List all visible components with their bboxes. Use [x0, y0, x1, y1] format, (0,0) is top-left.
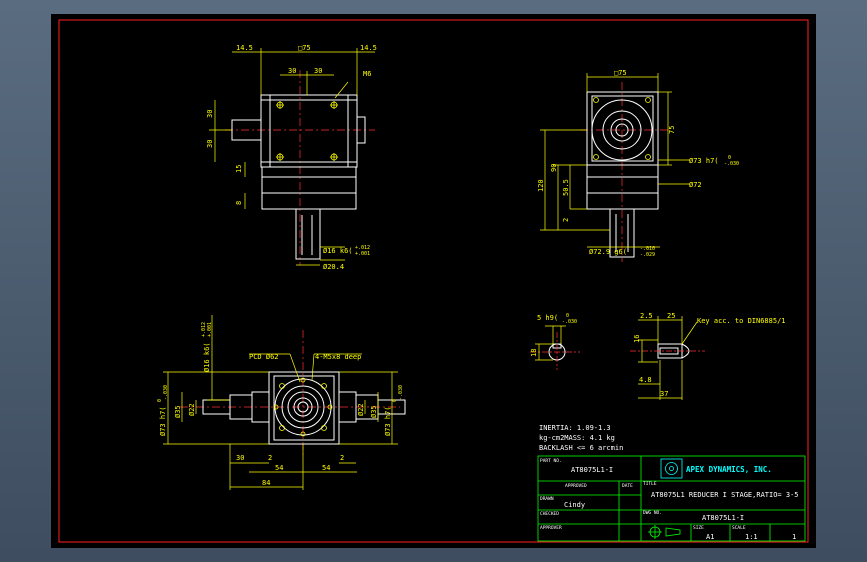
tb-approver-header: APPROVER [540, 525, 562, 531]
front-dim-84: 84 [262, 479, 270, 487]
drawing-sheet [51, 14, 816, 548]
key-tol-lower: -.030 [562, 319, 577, 325]
front-shaft-label: Ø16 k6( [203, 342, 211, 372]
tb-dwg-header: DWG NO. [643, 510, 662, 516]
top-dim-left-flange: 14.5 [236, 44, 253, 52]
title-block: PART NO. APPROVED DATE TITLE DRAWN DWG N… [537, 455, 806, 542]
front-left-tol-lower: -.030 [163, 385, 169, 400]
front-shaft-tol-lower: +.001 [207, 322, 213, 337]
front-left-dia-35: Ø35 [174, 405, 182, 418]
front-left-dia-22: Ø22 [188, 403, 196, 416]
note-inertia: INERTIA: 1.09-1.3 [539, 424, 611, 432]
top-dim-v-lower-30: 30 [206, 140, 214, 148]
top-view: 14.5 □75 14.5 30 30 M6 30 30 15 8 Ø16 k6… [206, 44, 377, 271]
note-backlash: BACKLASH <= 6 arcmin [539, 444, 623, 452]
tb-drawn-header: DRAWN [540, 496, 554, 502]
top-dim-right-30: 30 [314, 67, 322, 75]
front-left-dia-73: Ø73 h7( [159, 406, 167, 436]
key-label: 5 h9( [537, 314, 558, 322]
front-dim-2-left: 2 [268, 454, 272, 462]
front-right-dia-73: Ø73 h7( [384, 406, 392, 436]
tb-date-header: DATE [622, 483, 633, 489]
key-dim-18: 18 [530, 349, 538, 357]
tb-part-no-header: PART NO. [540, 458, 562, 464]
front-dim-54-left: 54 [275, 464, 283, 472]
front-dim-30: 30 [236, 454, 244, 462]
key-tol-upper: 0 [566, 313, 569, 319]
note-mass: kg-cm2MASS: 4.1 kg [539, 434, 615, 442]
tb-scale: 1:1 [745, 533, 758, 541]
top-hole-label: M6 [363, 70, 371, 78]
side-dim-2: 2 [562, 218, 570, 222]
tb-title: AT8075L1 REDUCER I STAGE,RATIO= 3-5 [651, 491, 799, 499]
top-dim-v-upper-30: 30 [206, 110, 214, 118]
drawing-frame [58, 19, 809, 543]
side-bottom-tol-upper: -.010 [640, 246, 655, 252]
key-dim-2-5: 2.5 [640, 312, 653, 320]
side-dia-72: Ø72 [689, 181, 702, 189]
front-right-tol-upper: 0 [392, 399, 398, 402]
front-dim-2-right: 2 [340, 454, 344, 462]
front-holes-label: 4-M5x8 deep [315, 353, 361, 361]
side-view: □75 75 Ø73 h7( 0 -.030 Ø72 120 90 50.5 2… [537, 69, 739, 262]
top-shaft-tol-lower: +.001 [355, 251, 370, 257]
tb-dwg-no: AT8075L1-I [702, 514, 744, 522]
side-pilot-tol-lower: -.030 [724, 161, 739, 167]
company-logo-icon [660, 458, 683, 479]
tb-drawn-by: Cindy [564, 501, 585, 509]
top-dim-v-15: 15 [235, 165, 243, 173]
front-dim-54-right: 54 [322, 464, 330, 472]
top-dim-square: □75 [298, 44, 311, 52]
projection-symbol-icon [648, 525, 681, 539]
key-dim-4-8: 4.8 [639, 376, 652, 384]
side-dim-square: □75 [614, 69, 627, 77]
key-dim-16: 16 [633, 335, 641, 343]
tb-approved-header: APPROVED [565, 483, 587, 489]
front-pcd-label: PCD Ø62 [249, 353, 279, 361]
key-dim-25: 25 [667, 312, 675, 320]
front-view: Ø16 k6( +.012 +.001 PCD Ø62 4-M5x8 deep … [157, 315, 406, 490]
tb-size-header: SIZE [693, 525, 704, 531]
front-right-tol-lower: -.030 [398, 385, 404, 400]
front-right-dia-22: Ø22 [357, 403, 365, 416]
side-dim-v-75: 75 [668, 126, 676, 134]
tb-company: APEX DYNAMICS, INC. [686, 465, 772, 474]
front-right-dia-35: Ø35 [370, 405, 378, 418]
key-dim-37: 37 [660, 390, 668, 398]
top-shaft-tol-upper: +.012 [355, 245, 370, 251]
top-dim-v-8: 8 [235, 201, 243, 205]
key-note: Key acc. to DIN6885/1 [697, 317, 786, 325]
side-pilot-tol-upper: 0 [728, 155, 731, 161]
keyway-detail: 5 h9( 0 -.030 18 2.5 25 Key acc. to DIN6… [530, 312, 786, 400]
top-dim-right-flange: 14.5 [360, 44, 377, 52]
tb-size: A1 [706, 533, 714, 541]
front-shaft-tol-upper: +.012 [201, 322, 207, 337]
side-bottom-label: Ø72.9 g6( [589, 248, 627, 256]
tb-sheet: 1 [792, 533, 796, 541]
side-dim-90: 90 [550, 164, 558, 172]
spec-notes: INERTIA: 1.09-1.3 kg-cm2MASS: 4.1 kg BAC… [539, 424, 623, 452]
tb-checked-header: CHECKED [540, 511, 559, 517]
side-pilot-label: Ø73 h7( [689, 157, 719, 165]
side-dim-50-5: 50.5 [562, 179, 570, 196]
tb-title-header: TITLE [643, 481, 657, 487]
tb-part-no: AT8075L1-I [571, 466, 613, 474]
side-bottom-tol-lower: -.029 [640, 252, 655, 258]
tb-scale-header: SCALE [732, 525, 746, 531]
side-dim-120: 120 [537, 179, 545, 192]
front-left-tol-upper: 0 [157, 399, 163, 402]
top-shaft-dia2-label: Ø20.4 [323, 263, 344, 271]
top-dim-left-30: 30 [288, 67, 296, 75]
top-shaft-dia-label: Ø16 k6( [323, 247, 353, 255]
